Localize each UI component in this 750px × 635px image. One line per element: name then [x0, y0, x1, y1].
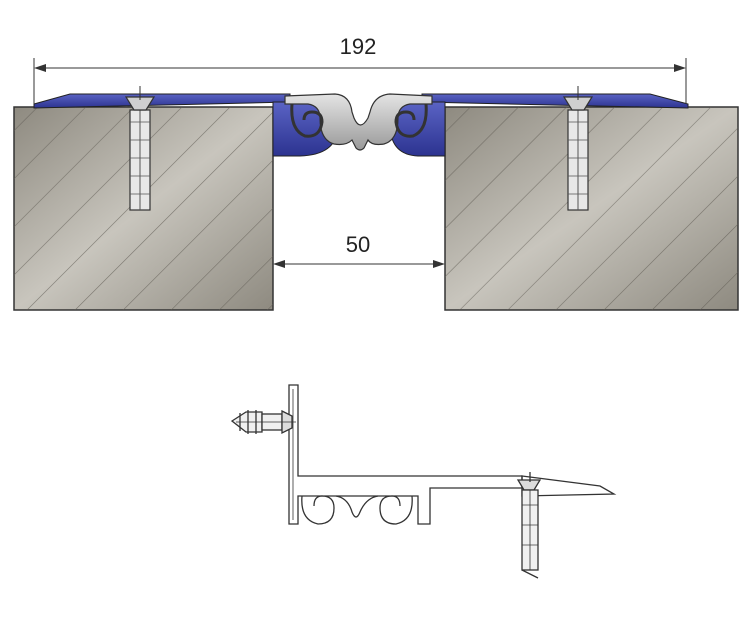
floor-anchor [516, 472, 542, 579]
overall-width-dimension: 192 [33, 34, 687, 104]
left-anchor-screw [124, 86, 156, 211]
joint-gap-dimension: 50 [273, 232, 445, 268]
horizontal-tapered-flange [521, 475, 617, 497]
profile-left-hook [301, 495, 335, 525]
aluminium-left-hook [290, 103, 324, 138]
joint-gap-label: 50 [346, 232, 370, 257]
right-rubber-cover [421, 93, 689, 109]
aluminium-center-profile [284, 93, 433, 151]
right-anchor-screw [562, 86, 594, 211]
wall-anchor [230, 409, 296, 435]
overall-width-label: 192 [340, 34, 377, 59]
vertical-flange [288, 384, 523, 525]
profile-right-hook [379, 495, 413, 525]
left-rubber-cover [33, 93, 291, 109]
aluminium-right-hook [394, 103, 428, 138]
cross-section-view: 192 50 [13, 34, 739, 311]
profile-center-arch [335, 495, 379, 518]
corner-profile-view [230, 384, 617, 579]
right-concrete-slab [444, 106, 739, 311]
